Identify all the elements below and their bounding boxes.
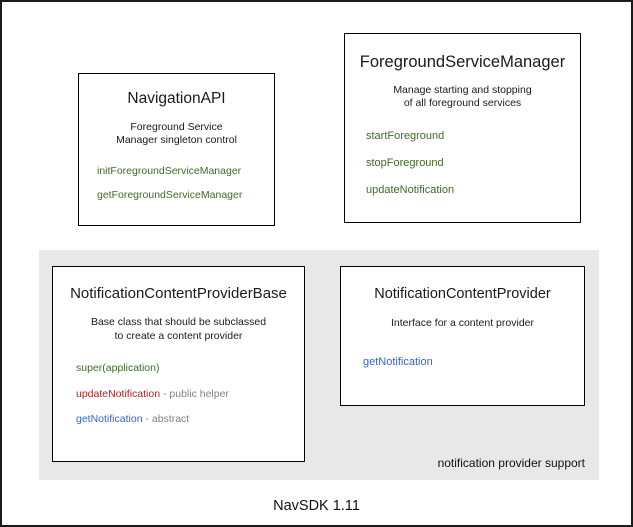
class-description-line: Manager singleton control <box>116 134 237 147</box>
group-panel-caption: notification provider support <box>437 456 585 470</box>
class-description-notification-content-provider: Interface for a content provider <box>351 317 574 330</box>
member-list-foreground-service-manager: startForeground stopForeground updateNot… <box>355 130 570 198</box>
member-name: getNotification <box>76 413 143 426</box>
class-title-notification-content-provider: NotificationContentProvider <box>374 286 551 302</box>
class-member[interactable]: getNotification - abstract <box>76 413 296 426</box>
class-description-line: of all foreground services <box>403 97 522 110</box>
member-note: - public helper <box>160 387 229 400</box>
footer-version-label: NavSDK 1.11 <box>273 498 360 514</box>
member-name: initForegroundServiceManager <box>97 164 242 177</box>
class-box-foreground-service-manager[interactable]: ForegroundServiceManager Manage starting… <box>344 33 581 223</box>
class-title-navigation-api: NavigationAPI <box>127 90 226 107</box>
member-name: getNotification <box>363 356 433 369</box>
member-list-navigation-api: initForegroundServiceManager getForegrou… <box>89 165 264 202</box>
class-description-notification-content-provider-base: Base class that should be subclassed to … <box>61 316 296 343</box>
class-title-foreground-service-manager: ForegroundServiceManager <box>359 53 566 71</box>
class-title-notification-content-provider-base: NotificationContentProviderBase <box>70 285 287 302</box>
class-description-line: Interface for a content provider <box>391 316 534 329</box>
class-box-notification-content-provider[interactable]: NotificationContentProvider Interface fo… <box>340 266 585 406</box>
member-note: - abstract <box>142 413 190 426</box>
class-member[interactable]: getForegroundServiceManager <box>97 189 264 202</box>
member-name: startForeground <box>366 129 445 142</box>
class-member[interactable]: initForegroundServiceManager <box>97 165 264 178</box>
class-member[interactable]: super(application) <box>76 362 296 375</box>
member-list-notification-content-provider: getNotification <box>351 356 574 369</box>
member-list-notification-content-provider-base: super(application) updateNotification - … <box>61 362 296 426</box>
member-name: getForegroundServiceManager <box>97 189 243 202</box>
class-description-foreground-service-manager: Manage starting and stopping of all fore… <box>355 84 570 111</box>
class-description-navigation-api: Foreground Service Manager singleton con… <box>89 121 264 148</box>
member-name: updateNotification <box>76 387 161 400</box>
member-name: updateNotification <box>366 184 455 197</box>
member-name: super(application) <box>76 362 160 375</box>
class-member[interactable]: updateNotification - public helper <box>76 388 296 401</box>
class-member[interactable]: updateNotification <box>366 184 570 197</box>
class-description-line: Manage starting and stopping <box>393 83 532 96</box>
class-description-line: Base class that should be subclassed <box>90 316 267 329</box>
class-description-line: to create a content provider <box>114 329 243 342</box>
class-description-line: Foreground Service <box>130 120 223 133</box>
class-member[interactable]: stopForeground <box>366 157 570 170</box>
class-box-notification-content-provider-base[interactable]: NotificationContentProviderBase Base cla… <box>52 266 305 462</box>
member-name: stopForeground <box>366 157 444 170</box>
class-member[interactable]: getNotification <box>363 356 574 369</box>
class-member[interactable]: startForeground <box>366 130 570 143</box>
class-box-navigation-api[interactable]: NavigationAPI Foreground Service Manager… <box>78 73 275 226</box>
